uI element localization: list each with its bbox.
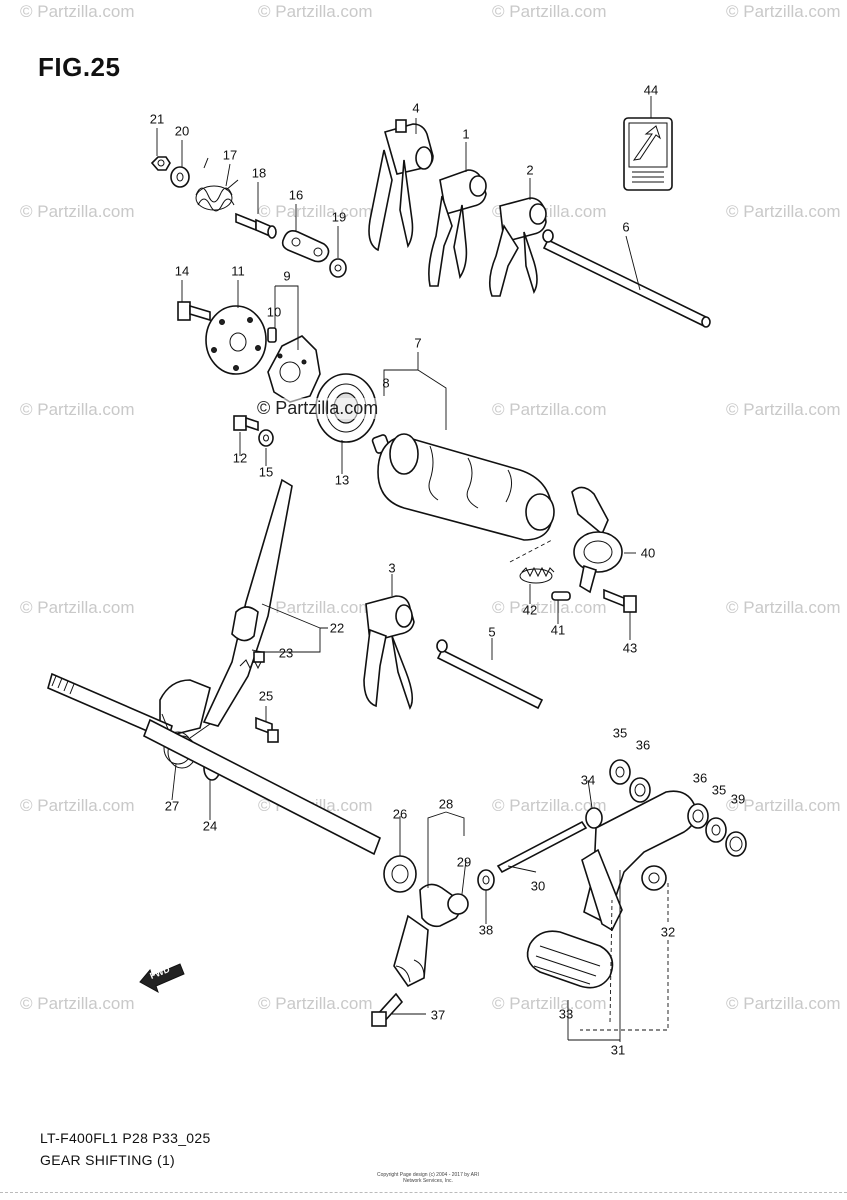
spring-23 [239,651,265,670]
callout-37[interactable]: 37 [430,1007,446,1023]
callout-35a[interactable]: 35 [612,725,628,741]
callout-14[interactable]: 14 [174,263,190,279]
callout-34[interactable]: 34 [580,772,596,788]
bolt-25 [255,716,279,743]
callout-5[interactable]: 5 [488,624,496,640]
washer-36b [687,803,709,829]
callout-17[interactable]: 17 [222,147,238,163]
washer-36a [629,777,651,803]
washer-20 [170,166,190,188]
spring-17 [195,157,239,212]
callout-28[interactable]: 28 [438,796,454,812]
callout-43[interactable]: 43 [622,640,638,656]
gearshift-shaft-long [143,718,381,856]
callout-4[interactable]: 4 [412,100,420,116]
callout-39[interactable]: 39 [730,791,746,807]
bolt-18 [235,212,277,239]
callout-1[interactable]: 1 [462,126,470,142]
copyright-note: Copyright Page design (c) 2004 - 2017 by… [376,1172,479,1184]
spacer-34 [585,807,603,829]
gear-shift-cam-drum-7 [377,433,555,541]
bolt-37 [371,992,404,1027]
callout-3[interactable]: 3 [388,560,396,576]
callout-20[interactable]: 20 [174,123,190,139]
callout-32[interactable]: 32 [660,924,676,940]
center-watermark: © Partzilla.com [257,398,379,419]
nut-21 [150,156,171,171]
decal-44 [623,117,673,191]
callout-7[interactable]: 7 [414,335,422,351]
callout-12[interactable]: 12 [232,450,248,466]
callout-41[interactable]: 41 [550,622,566,638]
callout-31[interactable]: 31 [610,1042,626,1058]
washer-35a [609,759,631,785]
bearing-26 [383,855,417,893]
callout-18[interactable]: 18 [251,165,267,181]
bottom-divider [0,1192,847,1193]
section-name: GEAR SHIFTING (1) [40,1152,175,1168]
gear-shift-shaft-22 [47,478,293,742]
bolt-43 [603,588,637,613]
callout-26[interactable]: 26 [392,806,408,822]
callout-29[interactable]: 29 [456,854,472,870]
shift-fork-2 [488,197,547,297]
shaft-6 [542,229,711,328]
callout-19[interactable]: 19 [331,209,347,225]
pin-10 [267,327,277,343]
spring-42 [519,566,555,584]
pedal-tip-33 [526,930,614,989]
leader-lines [156,96,669,1042]
callout-8[interactable]: 8 [382,375,390,391]
callout-22[interactable]: 22 [329,620,345,636]
callout-6[interactable]: 6 [622,219,630,235]
callout-24[interactable]: 24 [202,818,218,834]
cap-32 [641,865,667,891]
callout-15[interactable]: 15 [258,464,274,480]
shaft-5 [436,639,544,710]
washer-19 [329,258,347,278]
callout-10[interactable]: 10 [266,304,282,320]
rod-30 [496,820,588,874]
callout-44[interactable]: 44 [643,82,659,98]
forward-arrow-icon [139,963,185,994]
callout-35b[interactable]: 35 [711,782,727,798]
shift-fork-3 [363,595,415,710]
callout-36b[interactable]: 36 [692,770,708,786]
callout-25[interactable]: 25 [258,688,274,704]
callout-9[interactable]: 9 [283,268,291,284]
callout-33[interactable]: 33 [558,1006,574,1022]
callout-38[interactable]: 38 [478,922,494,938]
cam-plate-11 [205,305,267,375]
figure-title: FIG.25 [38,52,121,82]
bolt-14 [177,301,211,322]
callout-27[interactable]: 27 [164,798,180,814]
model-code: LT-F400FL1 P28 P33_025 [40,1130,211,1146]
pin-41 [551,591,571,601]
callout-16[interactable]: 16 [288,187,304,203]
callout-23[interactable]: 23 [278,645,294,661]
callout-42[interactable]: 42 [522,602,538,618]
washer-15 [258,429,274,447]
shift-fork-1 [428,169,487,287]
callout-13[interactable]: 13 [334,472,350,488]
shift-fork-4 [368,119,434,252]
callout-21[interactable]: 21 [149,111,165,127]
gear-shift-cam-9 [267,335,321,403]
callout-40[interactable]: 40 [640,545,656,561]
callout-11[interactable]: 11 [231,263,245,279]
bolt-12 [233,415,259,432]
callout-30[interactable]: 30 [530,878,546,894]
plate-16 [281,230,330,263]
gear-shift-arm-28 [393,883,469,988]
circlip-39 [725,831,747,857]
callout-2[interactable]: 2 [526,162,534,178]
gear-shift-arm-stopper-40 [571,486,623,594]
callout-36a[interactable]: 36 [635,737,651,753]
washer-35b [705,817,727,843]
nut-38 [477,869,495,891]
